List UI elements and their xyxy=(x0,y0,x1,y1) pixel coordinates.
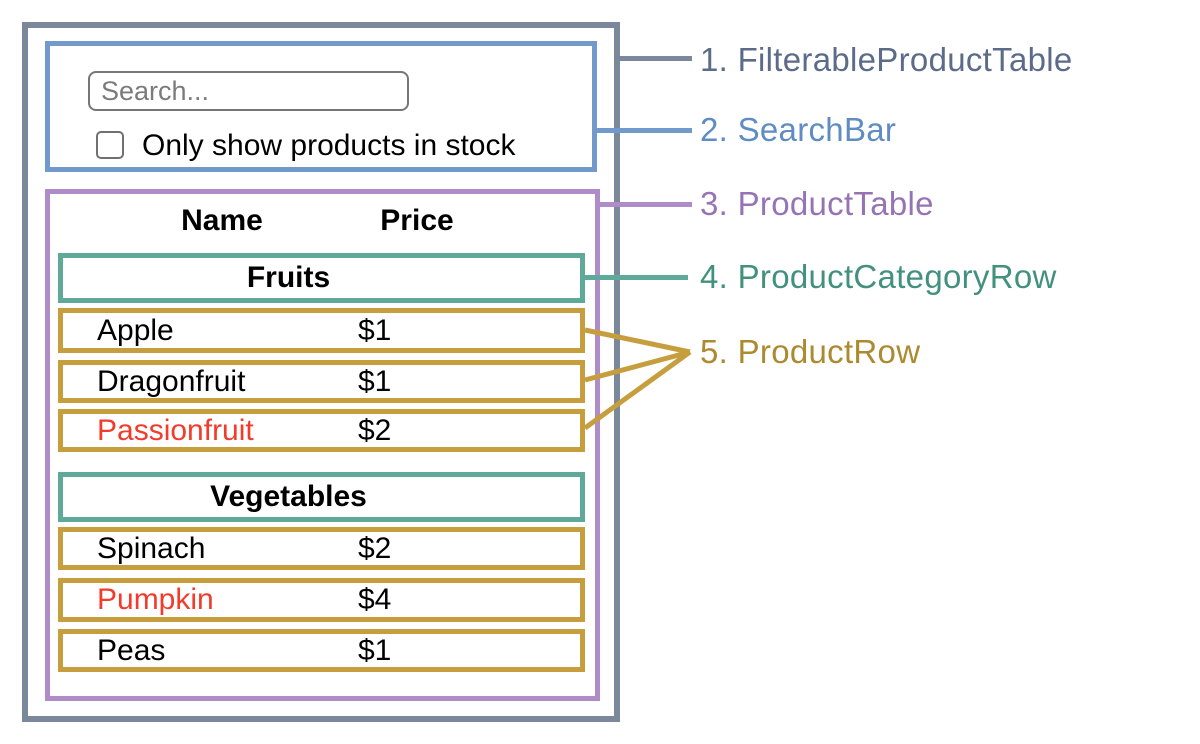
category-label: Vegetables xyxy=(210,480,367,513)
product-row: Dragonfruit $1 xyxy=(58,360,585,403)
product-category-row: Vegetables xyxy=(58,472,585,522)
product-name: Peas xyxy=(97,633,166,667)
product-row: Apple $1 xyxy=(58,308,585,353)
product-name-out-of-stock: Pumpkin xyxy=(97,583,214,616)
product-category-row: Fruits xyxy=(58,253,585,303)
in-stock-checkbox[interactable] xyxy=(96,131,124,159)
product-price: $1 xyxy=(358,313,392,347)
connector-line-search-bar xyxy=(592,128,692,133)
product-row: Peas $1 xyxy=(58,629,585,672)
legend-product-row: 5. ProductRow xyxy=(700,333,921,370)
product-name: Spinach xyxy=(97,531,206,565)
search-bar-outline xyxy=(45,41,597,172)
legend-filterable-product-table: 1. FilterableProductTable xyxy=(700,41,1073,78)
in-stock-checkbox-label: Only show products in stock xyxy=(142,129,516,162)
product-name: Apple xyxy=(97,313,174,347)
product-row: Spinach $2 xyxy=(58,527,585,570)
product-name-out-of-stock: Passionfruit xyxy=(97,413,254,447)
legend-search-bar: 2. SearchBar xyxy=(700,111,897,148)
product-table-outline xyxy=(45,189,600,701)
column-header-price: Price xyxy=(380,204,454,237)
product-price: $2 xyxy=(358,413,392,447)
connector-line-filterable-product-table xyxy=(614,56,692,61)
search-input[interactable] xyxy=(88,71,409,111)
product-price: $1 xyxy=(358,633,392,667)
product-price: $4 xyxy=(358,583,392,616)
connector-line-product-category-row xyxy=(580,275,688,280)
connector-line-product-table xyxy=(595,202,692,207)
product-name: Dragonfruit xyxy=(97,364,246,398)
category-label: Fruits xyxy=(246,261,331,294)
product-row: Pumpkin $4 xyxy=(58,578,585,622)
legend-product-table: 3. ProductTable xyxy=(700,185,934,222)
column-header-name: Name xyxy=(181,204,263,237)
product-row: Passionfruit $2 xyxy=(58,409,585,452)
product-price: $2 xyxy=(358,531,392,565)
legend-product-category-row: 4. ProductCategoryRow xyxy=(700,258,1057,295)
product-price: $1 xyxy=(358,364,392,398)
